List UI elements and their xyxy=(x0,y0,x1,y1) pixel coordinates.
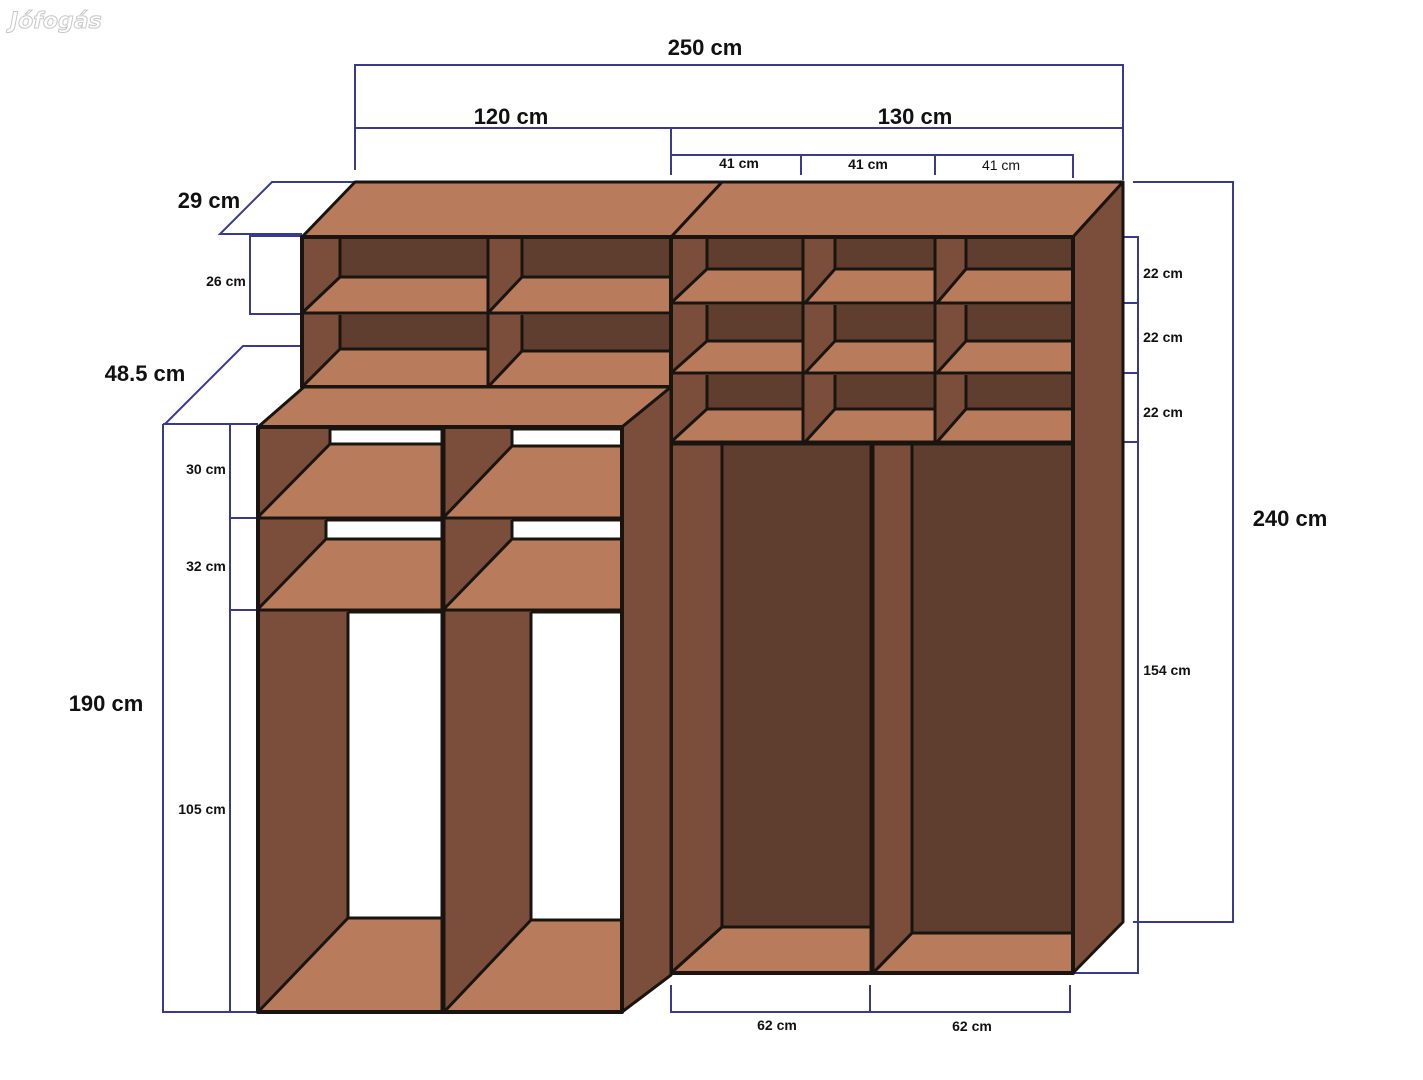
label-bottom-right: 62 cm xyxy=(952,1018,992,1034)
label-shelf-30: 30 cm xyxy=(186,461,226,477)
label-right-hanging: 154 cm xyxy=(1143,662,1190,678)
left-top-face xyxy=(300,180,724,239)
label-right-cell-3: 22 cm xyxy=(1143,404,1183,420)
right-top-face xyxy=(669,180,1125,239)
label-left-width: 120 cm xyxy=(474,104,549,129)
label-right-cell-2: 22 cm xyxy=(1143,329,1183,345)
label-shelf-32: 32 cm xyxy=(186,558,226,574)
label-total-height: 240 cm xyxy=(1253,506,1328,531)
right-cubby-grid xyxy=(669,237,1073,444)
right-wardrobe-section xyxy=(669,180,1125,975)
left-upper-section xyxy=(300,180,724,389)
left-lower-section xyxy=(256,385,673,1014)
dimension-labels: 250 cm 120 cm 130 cm 41 cm 41 cm 41 cm 2… xyxy=(69,35,1328,1034)
label-right-width: 130 cm xyxy=(878,104,953,129)
label-top-cell-3: 41 cm xyxy=(982,157,1020,173)
label-right-cell-1: 22 cm xyxy=(1143,265,1183,281)
label-total-width: 250 cm xyxy=(668,35,743,60)
label-hanging-105: 105 cm xyxy=(178,801,225,817)
right-hanging-compartments xyxy=(669,442,1075,975)
label-top-cell-2: 41 cm xyxy=(848,156,888,172)
watermark-logo: Jófogás xyxy=(6,9,102,34)
label-top-depth: 29 cm xyxy=(178,188,240,213)
right-side-panel xyxy=(1071,180,1125,975)
label-lower-depth: 48.5 cm xyxy=(105,361,186,386)
lower-side-panel xyxy=(620,385,673,1014)
label-lower-height: 190 cm xyxy=(69,691,144,716)
label-bottom-left: 62 cm xyxy=(757,1017,797,1033)
label-top-shelf-height: 26 cm xyxy=(206,273,246,289)
label-top-cell-1: 41 cm xyxy=(719,155,759,171)
lower-top-face xyxy=(256,385,673,429)
